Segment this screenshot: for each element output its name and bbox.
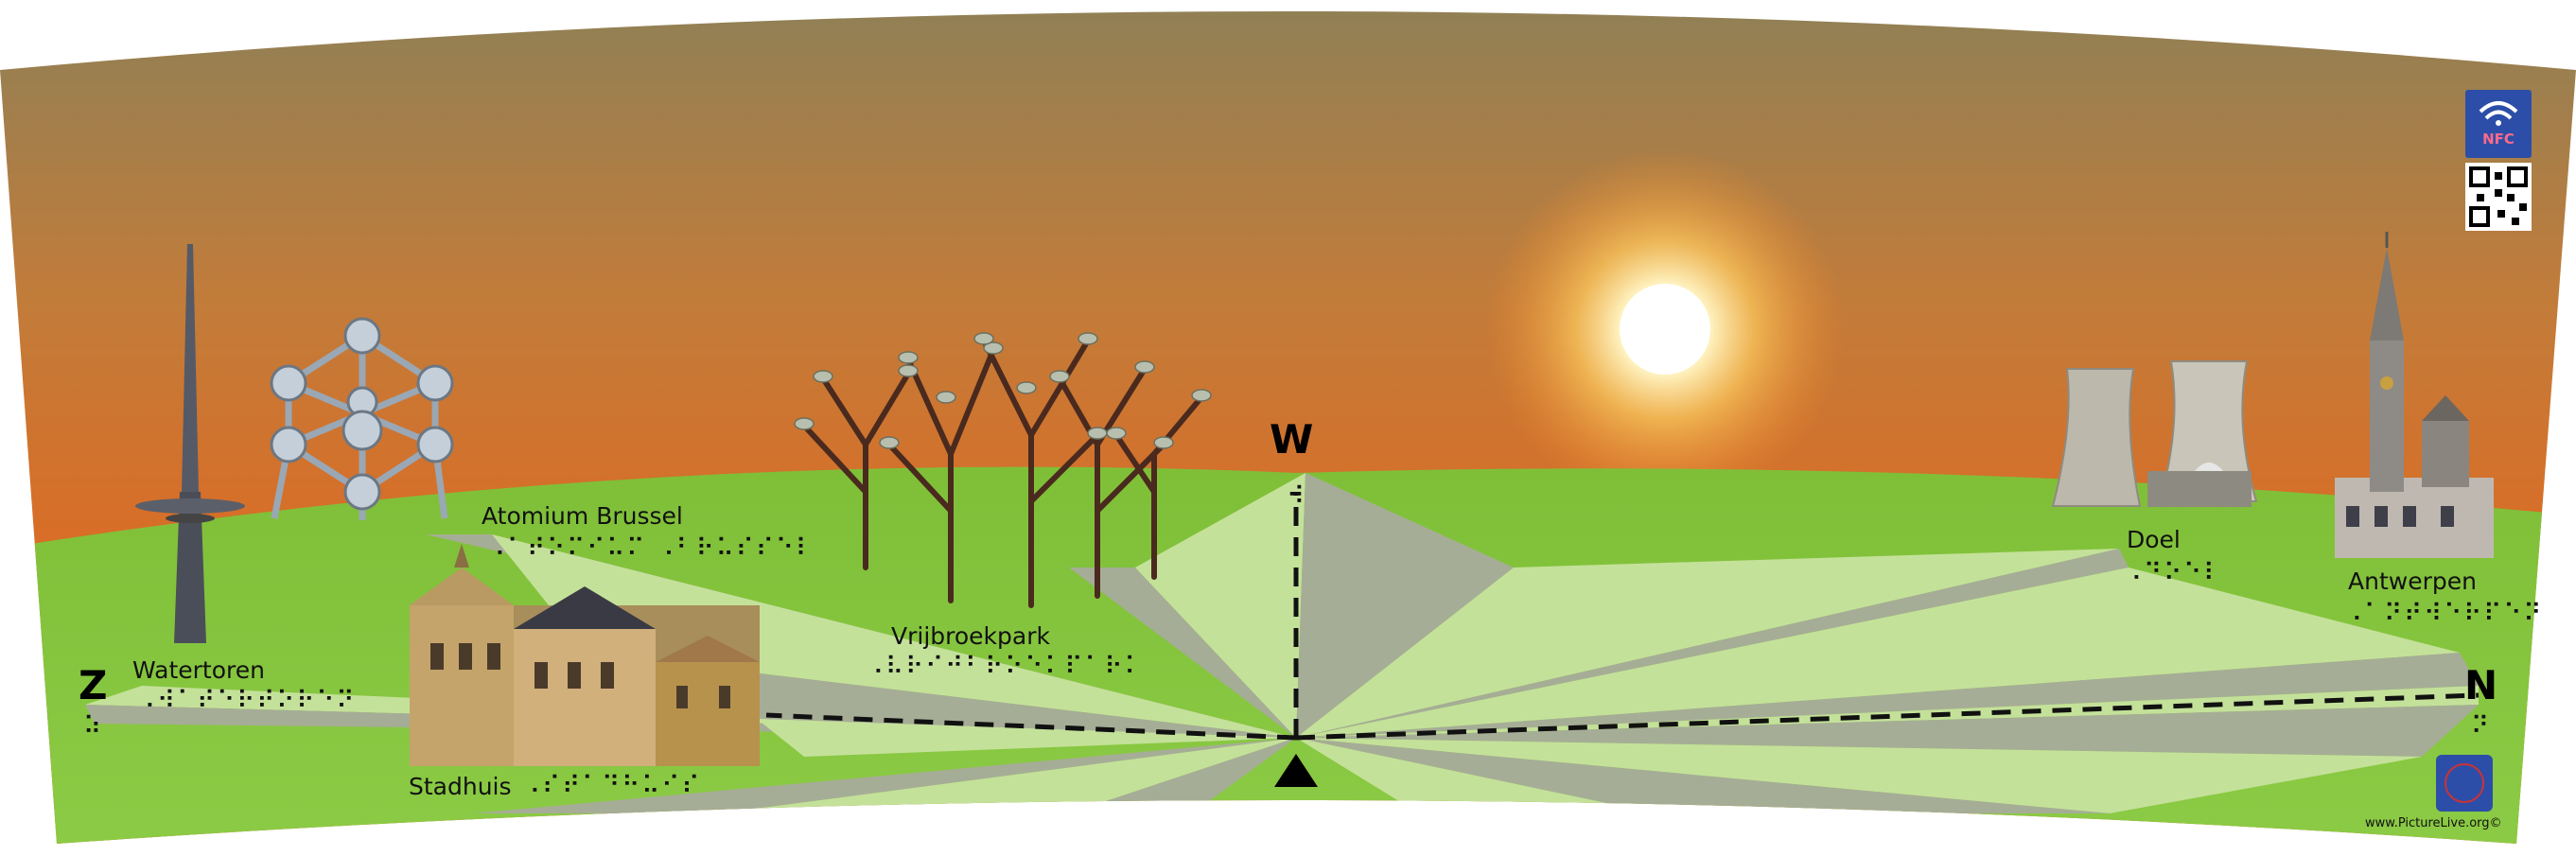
braille-stadhuis: ⠠⠎⠞⠁⠙⠓⠥⠊⠎ [522, 772, 702, 800]
braille-doel: ⠠⠙⠕⠑⠇ [2124, 559, 2224, 587]
braille-w: ⠺ [1287, 482, 1307, 511]
stadhuis-illustration [410, 544, 760, 766]
nfc-badge[interactable]: NFC [2465, 90, 2532, 158]
compass-lines [765, 492, 2480, 741]
qr-code-icon[interactable] [2465, 163, 2532, 231]
compass-n: N [2464, 662, 2498, 708]
compass-w: W [1270, 416, 1314, 463]
braille-z: ⠵ [83, 712, 104, 741]
label-doel: Doel [2127, 526, 2181, 553]
sightline-rays [85, 473, 2479, 813]
doel-illustration [2051, 360, 2258, 507]
picturelive-logo-icon [2436, 755, 2493, 812]
braille-antwerpen: ⠠⠁⠝⠞⠺⠑⠗⠏⠑⠝ [2344, 600, 2544, 628]
label-vrijbroekpark: Vrijbroekpark [891, 622, 1050, 650]
label-antwerpen: Antwerpen [2348, 568, 2477, 595]
vrijbroekpark-trees [801, 338, 1204, 608]
tree-leaves [794, 332, 1212, 449]
observer-marker [1274, 754, 1318, 787]
braille-n: ⠝ [2471, 712, 2492, 741]
label-watertoren: Watertoren [132, 656, 265, 684]
braille-atomium: ⠠⠁⠞⠕⠍⠊⠥⠍ ⠠⠃⠗⠥⠎⠎⠑⠇ [487, 534, 815, 563]
footer-credit: www.PictureLive.org© [2365, 816, 2502, 830]
label-stadhuis: Stadhuis [409, 773, 512, 800]
compass-z: Z [79, 662, 108, 708]
antwerpen-illustration [2335, 232, 2494, 558]
wifi-icon [2496, 120, 2501, 126]
watertoren-illustration [135, 244, 245, 643]
nfc-label: NFC [2482, 131, 2515, 148]
braille-watertoren: ⠠⠺⠁⠞⠑⠗⠞⠕⠗⠑⠝ [137, 687, 357, 715]
label-atomium: Atomium Brussel [482, 502, 683, 530]
braille-vrijbroekpark: ⠠⠧⠗⠊⠚⠃⠗⠕⠑⠅⠏⠁⠗⠅ [866, 653, 1145, 681]
